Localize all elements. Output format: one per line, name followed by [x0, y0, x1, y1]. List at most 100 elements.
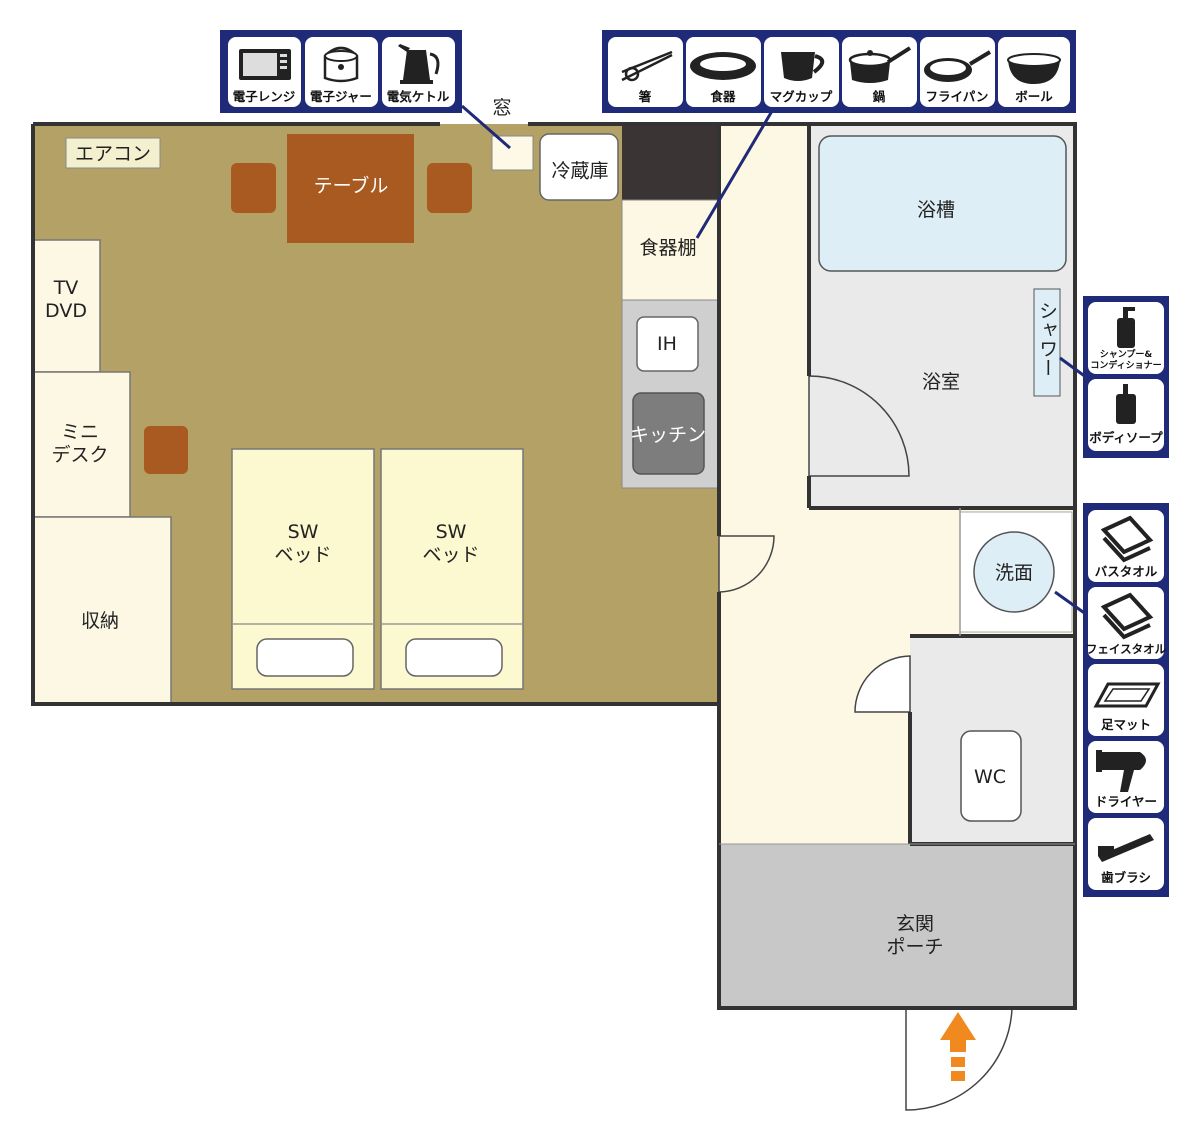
- mini-desk: [32, 371, 131, 518]
- svg-text:シャンプー&: シャンプー&: [1100, 348, 1153, 360]
- svg-text:ドライヤー: ドライヤー: [1095, 794, 1157, 809]
- tableware-item-chopsticks: 箸: [608, 37, 683, 107]
- pillow-right: [405, 638, 503, 677]
- living-door: [718, 535, 775, 593]
- microwave-icon: [239, 49, 291, 80]
- tableware-item-mug: マグカップ: [764, 37, 839, 107]
- frying-pan-icon: [924, 50, 992, 82]
- bed-right-label-2: ベッド: [422, 544, 479, 566]
- desk-chair: [144, 426, 188, 474]
- ih-label: IH: [657, 333, 677, 355]
- svg-text:足マット: 足マット: [1101, 717, 1151, 732]
- entry-arrow-icon: [940, 1012, 976, 1081]
- toilet: [960, 730, 1022, 822]
- svg-text:フライパン: フライパン: [926, 89, 989, 104]
- svg-text:電気ケトル: 電気ケトル: [387, 89, 450, 104]
- shower: [1033, 288, 1061, 397]
- entrance-floor: [719, 844, 1075, 1008]
- bathtub: [818, 135, 1067, 272]
- ih-stove: [636, 316, 699, 372]
- bowl-icon: [1007, 53, 1061, 84]
- chair-right: [427, 163, 472, 213]
- cupboard: [621, 199, 720, 301]
- desk-label-2: デスク: [51, 444, 108, 466]
- svg-text:電子ジャー: 電子ジャー: [310, 89, 372, 104]
- bath-item-shampoo: シャンプー& コンディショナー: [1088, 302, 1164, 374]
- chair-left: [231, 163, 276, 213]
- svg-text:ボディソープ: ボディソープ: [1089, 430, 1163, 445]
- kitchen-sink: [632, 392, 705, 475]
- chopsticks-icon: [621, 50, 673, 82]
- plate-icon: [690, 52, 756, 80]
- kettle-icon: [398, 44, 440, 84]
- svg-text:歯ブラシ: 歯ブラシ: [1101, 870, 1151, 885]
- svg-text:コンディショナー: コンディショナー: [1090, 359, 1161, 371]
- dining-table: [287, 134, 414, 243]
- bath-towel-icon: [1100, 515, 1154, 563]
- washroom-item-bath-towel: バスタオル: [1088, 510, 1164, 582]
- window-label: 窓: [492, 97, 511, 119]
- svg-text:鍋: 鍋: [873, 89, 886, 104]
- svg-text:箸: 箸: [639, 89, 652, 104]
- washroom-item-toothbrush: 歯ブラシ: [1088, 818, 1164, 890]
- cupboard-label: 食器棚: [639, 237, 696, 259]
- storage: [32, 516, 172, 705]
- walls: [31, 122, 1077, 1010]
- washroom-item-hair-dryer: ドライヤー: [1088, 741, 1164, 813]
- window-box: [491, 135, 534, 171]
- bed-left-label-2: ベッド: [274, 544, 331, 566]
- entrance-label-2: ポーチ: [886, 936, 943, 958]
- bathroom-door: [808, 375, 910, 477]
- bed-left-label-1: SW: [288, 521, 319, 543]
- appliance-item-microwave: 電子レンジ: [228, 37, 301, 107]
- svg-text:電子レンジ: 電子レンジ: [233, 89, 296, 104]
- bathroom-label: 浴室: [922, 371, 960, 393]
- fridge-dark-area: [622, 124, 719, 200]
- hallway-floor: [719, 124, 809, 844]
- body-soap-bottle-icon: [1116, 384, 1136, 424]
- bathtub-label: 浴槽: [917, 199, 955, 221]
- pillow-left: [256, 638, 354, 677]
- svg-text:食器: 食器: [709, 89, 736, 104]
- shampoo-bottle-icon: [1117, 307, 1135, 348]
- tv-stand: [32, 239, 101, 373]
- tv-label-2: DVD: [45, 300, 87, 322]
- storage-label: 収納: [81, 610, 119, 632]
- bed-right-label-1: SW: [436, 521, 467, 543]
- fridge-label: 冷蔵庫: [551, 160, 608, 182]
- fridge: [539, 133, 619, 201]
- svg-text:バスタオル: バスタオル: [1095, 564, 1158, 579]
- appliance-item-rice-cooker: 電子ジャー: [305, 37, 378, 107]
- hair-dryer-icon: [1096, 750, 1146, 792]
- table-label: テーブル: [314, 174, 389, 197]
- wc-label: WC: [974, 766, 1006, 788]
- pot-icon: [848, 46, 912, 83]
- rice-cooker-icon: [323, 46, 359, 83]
- shower-label: シャワー: [1036, 301, 1058, 377]
- aircon-label: エアコン: [75, 143, 151, 165]
- kitchen-label: キッチン: [630, 424, 706, 446]
- washroom-item-bath-mat: 足マット: [1088, 664, 1164, 736]
- appliance-item-kettle: 電気ケトル: [382, 37, 455, 107]
- aircon: [65, 137, 161, 169]
- tableware-item-pot: 鍋: [842, 37, 917, 107]
- washroom-item-face-towel: フェイスタオル: [1086, 587, 1167, 659]
- toothbrush-icon: [1098, 834, 1154, 862]
- svg-text:マグカップ: マグカップ: [770, 89, 833, 104]
- bath-item-body-soap: ボディソープ: [1088, 379, 1164, 451]
- svg-text:フェイスタオル: フェイスタオル: [1086, 642, 1167, 656]
- entrance-label-1: 玄関: [896, 913, 934, 935]
- bath-mat-icon: [1093, 682, 1161, 708]
- tableware-item-plate: 食器: [686, 37, 761, 107]
- washbasin: [973, 531, 1055, 613]
- tv-label-1: TV: [53, 277, 79, 299]
- tableware-item-bowl: ボール: [998, 37, 1070, 107]
- face-towel-icon: [1100, 592, 1154, 640]
- tableware-item-frying-pan: フライパン: [920, 37, 995, 107]
- svg-text:ボール: ボール: [1015, 89, 1053, 104]
- washbasin-label: 洗面: [995, 562, 1033, 584]
- mug-icon: [781, 52, 825, 81]
- wc-door: [854, 655, 911, 713]
- desk-label-1: ミニ: [61, 421, 99, 443]
